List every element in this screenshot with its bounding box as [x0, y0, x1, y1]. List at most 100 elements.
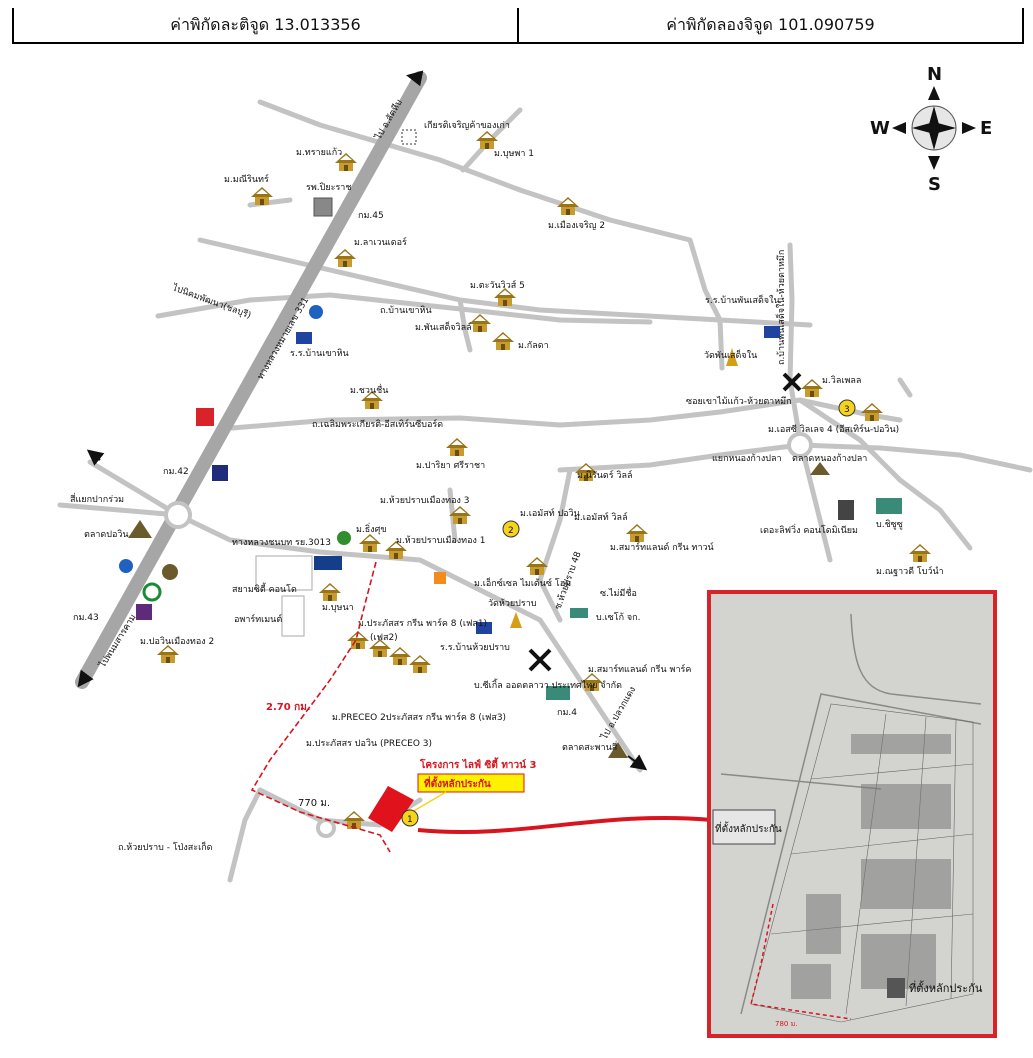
marker-1-label: 1: [407, 815, 413, 825]
factory-icon-3: [570, 608, 588, 618]
junction-cross-icon: [528, 648, 552, 672]
place-label: ม.ทรายแก้ว: [296, 147, 342, 158]
seven-eleven-icon: [434, 572, 446, 584]
place-label: ม.ธิ่งศุข: [356, 522, 387, 535]
place-label: ม.ประภัสสร ปอวิน (PRECEO 3): [306, 738, 432, 749]
place-label: ซ.ไม่มีชื่อ: [600, 586, 637, 599]
market-saphan-si-icon: [608, 742, 628, 758]
distance-770m: 770 ม.: [298, 798, 330, 809]
place-label: ม.ตะวันวิวส์ 5: [470, 279, 525, 291]
factory-icon: [876, 498, 902, 514]
label-road-toll: ถ.เฉลิมพระเกียรติ-อีสเทิร์นซีบอร์ด: [312, 418, 443, 430]
place-label: ม.สมาร์ทแลนด์ กรีน พาร์ค: [588, 663, 691, 675]
marker-1[interactable]: [401, 809, 419, 827]
marker-2-label: 2: [508, 526, 514, 536]
place-label: วัดห้วยปราบ: [488, 598, 537, 609]
place-label: บ.ชิซูซู: [876, 519, 903, 530]
compass-west-arrow: [892, 122, 906, 134]
plot-lots: [791, 734, 951, 999]
place-label: ม.เอสซี วิลเลจ 4 (อีสเทิร์น-ปอวิน): [768, 423, 899, 435]
inset-connector: [417, 815, 713, 835]
inset-collateral-label: ที่ตั้งหลักประกัน: [715, 821, 782, 835]
road-right-vertical: [787, 242, 833, 563]
place-label: (เฟส2): [370, 633, 398, 643]
collateral-box: [712, 809, 776, 845]
place-label: ม.เอ็กซ์เซล ไมเด้นซ์ โฮม: [474, 576, 571, 589]
compass-e: E: [980, 118, 992, 139]
market-icon: [337, 531, 351, 545]
school-icon-2: [764, 326, 780, 338]
place-label: ม.ห้วยปราบเมืองทอง 1: [396, 535, 486, 546]
collateral-label: ที่ตั้งหลักประกัน: [424, 776, 491, 790]
place-label: ร.ร.บ้านเขาหิน: [290, 348, 349, 359]
roundabout-nong-kang-pla: [787, 432, 813, 458]
road-soi-48: [537, 467, 573, 623]
place-label: บ.ซีเกิ้ล ออดตลาวา ประเทศไทย จำกัด: [474, 678, 622, 691]
place-label: ม.ประภัสสร กรีน พาร์ค 8 (เฟส1): [358, 617, 487, 629]
place-label: ตลาดสะพานสี่: [562, 740, 618, 753]
project-site-marker[interactable]: [368, 786, 414, 832]
place-label: ม.ลาเวนเดอร์: [354, 236, 407, 248]
factory-icon-2: [546, 686, 570, 700]
road-3013: [175, 512, 643, 773]
label-km42: กม.42: [163, 467, 189, 477]
collateral-label-box: [417, 773, 525, 793]
place-label: ม.ณฐาวดี โบว์นำ: [876, 565, 944, 577]
marker-3-label: 3: [844, 405, 850, 415]
place-label: รพ.ปิยะราช: [306, 182, 351, 193]
market-poh-win-icon: [128, 520, 152, 538]
place-label: ตลาดปอวิน: [84, 529, 129, 540]
compass-south-arrow: [928, 156, 940, 170]
place-label: ม.ชวนชื่น: [350, 383, 388, 396]
market-nong-kang-pla-icon: [810, 462, 830, 475]
place-label: ตลาดหนองก้างปลา: [792, 453, 867, 464]
compass-north-arrow: [928, 86, 940, 100]
marker-2[interactable]: [502, 520, 520, 538]
coordinate-header: ค่าพิกัดละติจูด 13.013356 ค่าพิกัดลองจิจ…: [12, 8, 1024, 44]
place-label: ม.PRECEO 2ประภัสสร กรีน พาร์ค 8 (เฟส3): [332, 711, 506, 723]
scrap-shop-icon: [401, 129, 417, 145]
road-pluak-daeng-diag: [797, 397, 973, 551]
label-road-3013: ทางหลวงชนบท รย.3013: [232, 538, 331, 548]
inset-scale: 780 ม.: [775, 1020, 797, 1028]
place-label: วัดพันเสด็จใน: [704, 348, 757, 361]
brand-red-icon: [196, 408, 214, 426]
label-km4: กม.4: [557, 708, 577, 718]
apartment-block: [281, 595, 305, 637]
site-plan-inset: ที่ตั้งหลักประกัน 780 ม. ที่ตั้งหลักประก…: [707, 590, 997, 1038]
school-icon: [296, 332, 312, 344]
bank-blue-icon: [212, 465, 228, 481]
gas-station-icon: [309, 305, 323, 319]
bank-green-icon: [142, 582, 162, 602]
siam-city-block: [255, 555, 313, 591]
label-road-ban-khao-hin: ถ.บ้านเขาหิน: [380, 305, 432, 316]
place-label: ม.เอมัสท์ ปอวิน: [520, 507, 580, 519]
place-label: ม.บุษนา: [322, 603, 354, 613]
roundabout-huai-prab: [316, 818, 336, 838]
place-labels: ม.ทรายแก้ว เกียรติเจริญค้าของเก่า ม.บุษพ…: [84, 120, 944, 753]
marker-3[interactable]: [838, 399, 856, 417]
compass-east-arrow: [962, 122, 976, 134]
condo-icon: [838, 500, 854, 520]
inset-legend-swatch: [887, 978, 905, 998]
tesco-lotus-icon: [314, 556, 342, 570]
distance-2-70km: 2.70 กม.: [266, 702, 311, 713]
label-km43: กม.43: [73, 613, 99, 623]
label-junction-nong-kang-pla: แยกหนองก้างปลา: [712, 453, 782, 464]
latitude-label: ค่าพิกัดละติจูด 13.013356: [170, 14, 361, 34]
place-label: ม.ปอวินเมืองทอง 2: [140, 636, 214, 647]
inset-legend-label: ที่ตั้งหลักประกัน: [909, 980, 983, 995]
roundabout-pak-ruam: [164, 501, 192, 529]
route-dashed: [250, 561, 391, 853]
road-local-6: [897, 377, 913, 398]
place-label: สยามซิตี้ คอนโด: [232, 582, 297, 595]
project-name: โครงการ ไลฟ์ ซิตี้ ทาวน์ 3: [419, 757, 536, 771]
label-right-vertical: ถ.บ้านพันเสด็จใน-ห้วยตาหมึก: [774, 250, 787, 365]
label-junction-pak-ruam: สี่แยกปากร่วม: [70, 492, 124, 505]
longitude-label: ค่าพิกัดลองจิจูด 101.090759: [517, 8, 1022, 42]
label-road-huai-prab: ถ.ห้วยปราบ - โป่งสะเก็ด: [118, 840, 213, 853]
road-local-1: [87, 459, 181, 518]
compass-n: N: [927, 64, 942, 85]
place-label: ร.ร.บ้านห้วยปราบ: [440, 642, 510, 653]
